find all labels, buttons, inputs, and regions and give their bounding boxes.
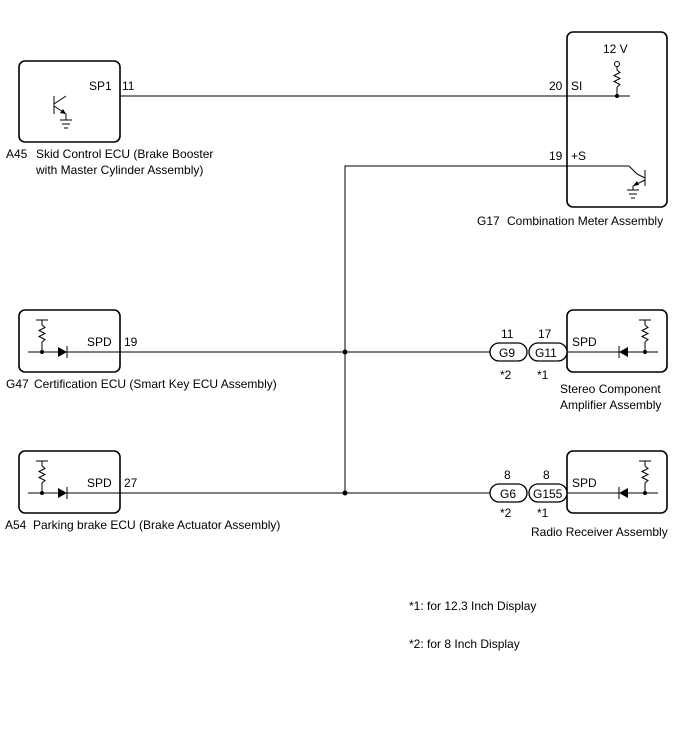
resistor-icon xyxy=(640,324,650,343)
meter-pin2-name: +S xyxy=(571,149,586,163)
wires xyxy=(120,94,630,496)
certification-ecu-code: G47 xyxy=(6,377,29,391)
diode-icon xyxy=(58,487,68,499)
connector-g11-pin: 17 xyxy=(538,327,552,341)
meter-pin1-number: 20 xyxy=(549,79,563,93)
connector-g9-label: G9 xyxy=(499,346,515,360)
wire-bus-to-plus-s xyxy=(344,165,567,493)
radio-receiver-name: Radio Receiver Assembly xyxy=(531,525,668,539)
diode-icon xyxy=(618,346,628,358)
meter-pin1-name: SI xyxy=(571,79,582,93)
certification-ecu-name: Certification ECU (Smart Key ECU Assembl… xyxy=(34,377,277,391)
ground-icon xyxy=(627,189,639,199)
connector-g6-g155: G6 G155 8 8 *2 *1 xyxy=(489,468,568,520)
connector-g6-note: *2 xyxy=(500,506,512,520)
transistor-icon xyxy=(567,165,646,190)
parking-brake-ecu-box xyxy=(18,450,121,514)
skid-control-ecu: SP1 11 A45 Skid Control ECU (Brake Boost… xyxy=(6,60,213,177)
diode-icon xyxy=(58,346,68,358)
connector-g9 xyxy=(489,342,528,362)
transistor-icon xyxy=(53,95,67,120)
skid-control-code: A45 xyxy=(6,147,28,161)
radio-pin-name: SPD xyxy=(572,476,597,490)
resistor-icon xyxy=(37,465,47,484)
stereo-amplifier-box xyxy=(566,309,668,373)
combination-meter-box xyxy=(566,31,668,208)
connector-g9-note: *2 xyxy=(500,368,512,382)
connector-g155 xyxy=(528,483,568,503)
resistor-icon xyxy=(612,69,622,88)
certification-pin-number: 19 xyxy=(124,335,138,349)
parking-brake-name: Parking brake ECU (Brake Actuator Assemb… xyxy=(33,518,280,532)
ground-icon xyxy=(60,119,72,129)
stereo-name-line1: Stereo Component xyxy=(560,382,661,396)
footnote-1: *1: for 12.3 Inch Display xyxy=(409,599,536,613)
combination-meter-code: G17 xyxy=(477,214,500,228)
diode-icon xyxy=(618,487,628,499)
parking-brake-ecu: SPD 27 A54 Parking brake ECU (Brake Actu… xyxy=(5,450,280,532)
connector-g6 xyxy=(489,483,528,503)
skid-control-ecu-box xyxy=(18,60,121,143)
skid-control-pin-name: SP1 xyxy=(89,79,112,93)
connector-g155-label: G155 xyxy=(533,487,563,501)
connector-g6-pin: 8 xyxy=(504,468,511,482)
connector-g6-label: G6 xyxy=(500,487,516,501)
connector-g155-note: *1 xyxy=(537,506,549,520)
combination-meter-name: Combination Meter Assembly xyxy=(507,214,663,228)
certification-ecu-box xyxy=(18,309,121,373)
connector-g11-note: *1 xyxy=(537,368,549,382)
connector-g9-pin: 11 xyxy=(501,327,514,341)
parking-brake-code: A54 xyxy=(5,518,27,532)
certification-ecu: SPD 19 G47 Certification ECU (Smart Key … xyxy=(6,309,277,391)
radio-receiver-box xyxy=(566,450,668,514)
parking-brake-pin-name: SPD xyxy=(87,476,112,490)
stereo-amplifier: SPD Stereo Component Amplifier Assembly xyxy=(560,309,668,412)
certification-pin-name: SPD xyxy=(87,335,112,349)
resistor-icon xyxy=(37,324,47,343)
connector-g11-label: G11 xyxy=(535,346,557,360)
resistor-icon xyxy=(640,465,650,484)
radio-receiver: SPD Radio Receiver Assembly xyxy=(531,450,668,539)
connector-g155-pin: 8 xyxy=(543,468,550,482)
supply-voltage-label: 12 V xyxy=(603,42,628,56)
stereo-pin-name: SPD xyxy=(572,335,597,349)
skid-control-pin-number: 11 xyxy=(122,79,135,93)
supply-terminal-icon xyxy=(614,61,620,70)
connector-g9-g11: G9 G11 11 17 *2 *1 xyxy=(489,327,568,382)
connector-g11 xyxy=(528,342,568,362)
skid-control-name-line2: with Master Cylinder Assembly) xyxy=(35,163,203,177)
footnote-2: *2: for 8 Inch Display xyxy=(409,637,520,651)
stereo-name-line2: Amplifier Assembly xyxy=(560,398,661,412)
meter-pin2-number: 19 xyxy=(549,149,563,163)
parking-brake-pin-number: 27 xyxy=(124,476,138,490)
skid-control-name-line1: Skid Control ECU (Brake Booster xyxy=(36,147,213,161)
combination-meter: 12 V 20 SI 19 +S G17 Combination Meter A… xyxy=(477,31,668,228)
